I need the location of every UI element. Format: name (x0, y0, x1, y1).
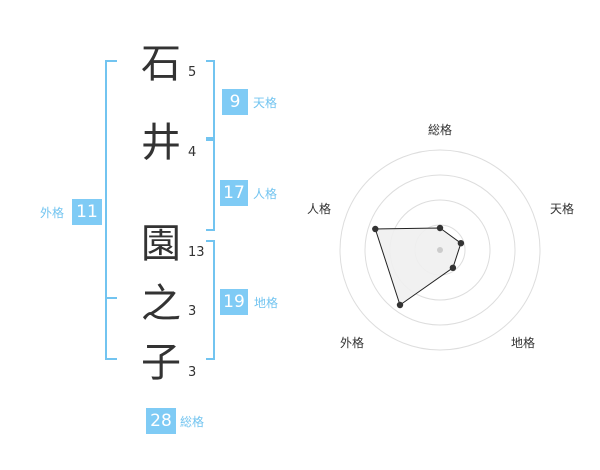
radar-ring-3 (364, 174, 516, 326)
radar-ring-4 (339, 149, 541, 351)
radar-rings (339, 149, 541, 351)
chikaku-label: 地格 (254, 296, 279, 310)
stroke-count-2: 4 (188, 145, 197, 160)
name-char-1: 石 (141, 41, 181, 87)
name-char-5: 子 (141, 340, 181, 386)
radar-label-soukaku: 総格 (428, 123, 453, 137)
radar-point-3 (396, 301, 404, 309)
chikaku-value-box: 19 (220, 289, 248, 315)
jinkaku-value-box: 17 (220, 180, 248, 206)
jinkaku-label: 人格 (253, 187, 278, 201)
radar-label-jinkaku: 人格 (307, 202, 332, 216)
radar-label-chikaku: 地格 (511, 336, 536, 350)
jinkaku-bracket (206, 139, 215, 231)
soukaku-value-box: 28 (146, 408, 176, 434)
gaikaku-bracket-lower (105, 297, 117, 360)
chikaku-bracket (206, 240, 215, 360)
radar-point-4 (372, 225, 379, 233)
tenkaku-bracket (206, 60, 215, 139)
radar-point-2 (449, 264, 457, 271)
stroke-count-3: 13 (188, 245, 205, 260)
radar-label-gaikaku: 外格 (340, 336, 365, 350)
name-char-4: 之 (141, 281, 181, 327)
radar-points (372, 224, 465, 309)
radar-point-1 (457, 240, 465, 247)
name-char-2: 井 (141, 120, 181, 166)
radar-point-0 (436, 224, 444, 232)
radar-label-tenkaku: 天格 (550, 202, 575, 216)
gaikaku-value-box: 11 (72, 199, 102, 225)
stroke-count-5: 3 (188, 365, 197, 380)
tenkaku-value-box: 9 (222, 89, 248, 115)
name-char-3: 園 (141, 221, 181, 267)
tenkaku-label: 天格 (253, 96, 278, 110)
radar-center-dot (437, 247, 443, 253)
stroke-count-4: 3 (188, 304, 197, 319)
gaikaku-label: 外格 (40, 206, 65, 220)
radar-area (374, 227, 462, 306)
stroke-count-1: 5 (188, 65, 197, 80)
soukaku-label: 総格 (180, 415, 205, 429)
